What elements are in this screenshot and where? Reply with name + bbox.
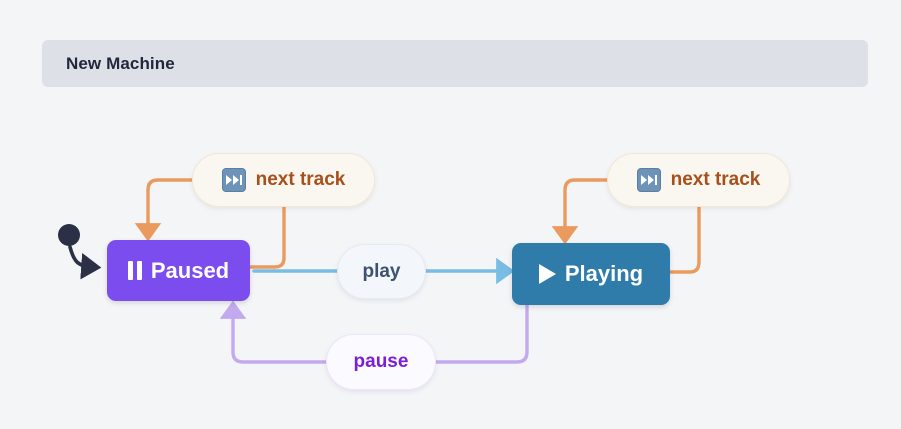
machine-title: New Machine xyxy=(66,53,175,73)
event-pill-play[interactable]: play xyxy=(337,244,426,299)
edge-paused-next-track-in xyxy=(134,178,194,242)
edge-pause-right xyxy=(434,303,529,364)
state-node-paused[interactable]: Paused xyxy=(107,240,250,301)
pause-icon xyxy=(127,261,142,280)
event-pill-next-track-playing[interactable]: next track xyxy=(607,153,790,207)
next-track-icon xyxy=(636,168,661,192)
next-track-icon xyxy=(221,168,246,192)
event-label: next track xyxy=(670,169,761,190)
event-label: play xyxy=(362,260,401,282)
edge-initial-to-paused xyxy=(68,245,102,280)
event-pill-next-track-paused[interactable]: next track xyxy=(192,153,375,207)
edge-pause-left xyxy=(219,300,328,364)
play-icon xyxy=(538,264,556,284)
edge-playing-next-track-out xyxy=(668,205,701,274)
event-label: next track xyxy=(255,169,346,190)
event-pill-pause[interactable]: pause xyxy=(326,334,436,390)
state-node-playing[interactable]: Playing xyxy=(512,243,670,305)
edge-playing-next-track-in xyxy=(551,178,609,245)
edge-paused-next-track-out xyxy=(248,205,286,269)
initial-state-marker xyxy=(58,224,80,246)
state-label-playing: Playing xyxy=(564,261,644,286)
machine-header[interactable]: New Machine xyxy=(42,40,868,87)
event-label: pause xyxy=(353,351,409,372)
state-label-paused: Paused xyxy=(150,257,230,283)
